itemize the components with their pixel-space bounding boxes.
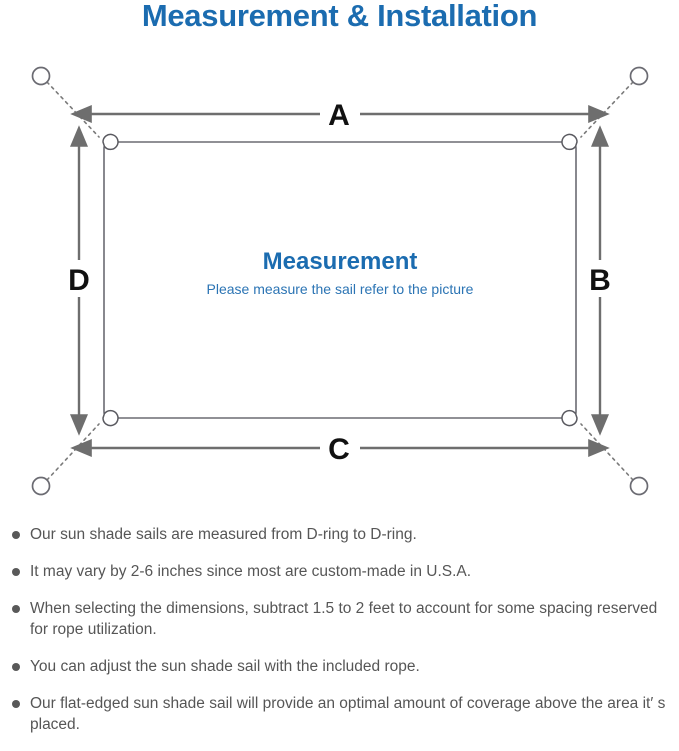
list-item: It may vary by 2-6 inches since most are… <box>0 561 679 582</box>
bullet-icon <box>12 531 20 539</box>
dimension-b-label: B <box>589 264 611 297</box>
dimension-c-label: C <box>328 433 350 466</box>
rope-lines <box>46 81 634 481</box>
bullet-icon <box>12 663 20 671</box>
anchor-bottom-left-icon <box>31 476 51 496</box>
note-text: When selecting the dimensions, subtract … <box>30 600 658 638</box>
d-ring-top-left-icon <box>102 133 119 151</box>
rope-bottom-left <box>46 423 100 481</box>
sail-measurement-diagram: A C D B Measurement Please measure the s… <box>0 45 679 520</box>
dimension-a-label: A <box>328 99 350 132</box>
d-ring-bottom-left-icon <box>102 409 119 427</box>
dimension-d-label: D <box>68 264 90 297</box>
bullet-icon <box>12 568 20 576</box>
anchor-bottom-right-icon <box>629 476 649 496</box>
list-item: Our flat-edged sun shade sail will provi… <box>0 693 679 735</box>
bullet-icon <box>12 605 20 613</box>
note-text: You can adjust the sun shade sail with t… <box>30 658 420 675</box>
anchor-rings <box>31 66 649 496</box>
measurement-heading: Measurement <box>263 248 418 275</box>
list-item: You can adjust the sun shade sail with t… <box>0 656 679 677</box>
list-item: When selecting the dimensions, subtract … <box>0 598 679 640</box>
sail-panel <box>103 141 577 419</box>
d-rings <box>102 133 578 427</box>
anchor-top-left-icon <box>31 66 51 86</box>
bullet-icon <box>12 700 20 708</box>
list-item: Our sun shade sails are measured from D-… <box>0 524 679 545</box>
rope-top-right <box>580 81 634 138</box>
note-text: It may vary by 2-6 inches since most are… <box>30 563 472 580</box>
note-text: Our sun shade sails are measured from D-… <box>30 526 417 543</box>
anchor-top-right-icon <box>629 66 649 86</box>
d-ring-top-right-icon <box>561 133 578 151</box>
notes-list: Our sun shade sails are measured from D-… <box>0 524 679 751</box>
rope-bottom-right <box>580 423 634 481</box>
note-text: Our flat-edged sun shade sail will provi… <box>30 695 666 733</box>
rope-top-left <box>46 81 100 138</box>
measurement-subtext: Please measure the sail refer to the pic… <box>207 281 474 297</box>
d-ring-bottom-right-icon <box>561 409 578 427</box>
page-title: Measurement & Installation <box>141 0 538 33</box>
